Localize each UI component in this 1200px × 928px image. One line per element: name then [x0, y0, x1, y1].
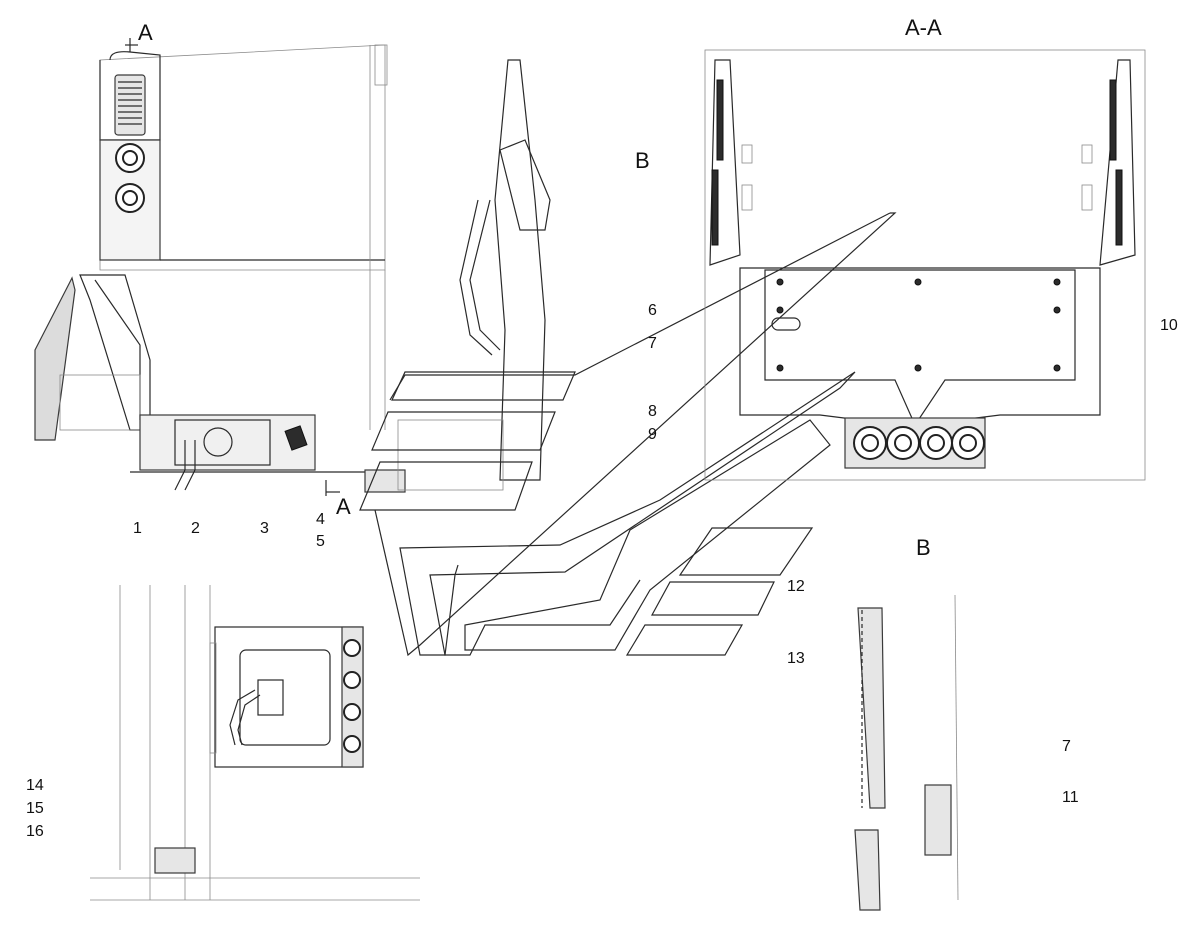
- side-view: [34, 38, 551, 496]
- leader-lines: [359, 212, 897, 657]
- section-marker-top: A: [138, 20, 153, 45]
- callout-12: 12: [787, 578, 805, 595]
- callout-5: 5: [316, 533, 325, 550]
- callout-16: 16: [26, 823, 44, 840]
- plate-assembly: [209, 626, 364, 768]
- section-marker-bottom: A: [336, 494, 351, 519]
- callout-15: 15: [26, 800, 44, 817]
- callout-13: 13: [787, 650, 805, 667]
- callout-7: 7: [648, 335, 657, 352]
- detail-reference: B: [635, 148, 650, 173]
- callout-8: 8: [648, 403, 657, 420]
- section-title: A-A: [905, 15, 942, 40]
- callout-10: 10: [1160, 317, 1178, 334]
- callout-1: 1: [133, 520, 142, 537]
- callout-2: 2: [191, 520, 200, 537]
- callout-11: 11: [1062, 789, 1079, 806]
- callout-7-detail: 7: [1062, 738, 1071, 755]
- callout-labels: 1 2 3 4 5 6 7 8 9 10 12 13 14 15 16 7 11: [26, 302, 1178, 840]
- detail-b-view: [854, 594, 959, 911]
- plan-view: [90, 585, 420, 901]
- section-view-aa: [704, 49, 1146, 481]
- view-labels: A A A-A B B: [138, 15, 942, 560]
- vent-grille: [114, 74, 146, 136]
- callout-6: 6: [648, 302, 657, 319]
- detail-title: B: [916, 535, 931, 560]
- callout-14: 14: [26, 777, 44, 794]
- callout-3: 3: [260, 520, 269, 537]
- callout-9: 9: [648, 426, 657, 443]
- callout-4: 4: [316, 511, 325, 528]
- fan-unit: [844, 417, 986, 469]
- heater-unit: [130, 414, 380, 491]
